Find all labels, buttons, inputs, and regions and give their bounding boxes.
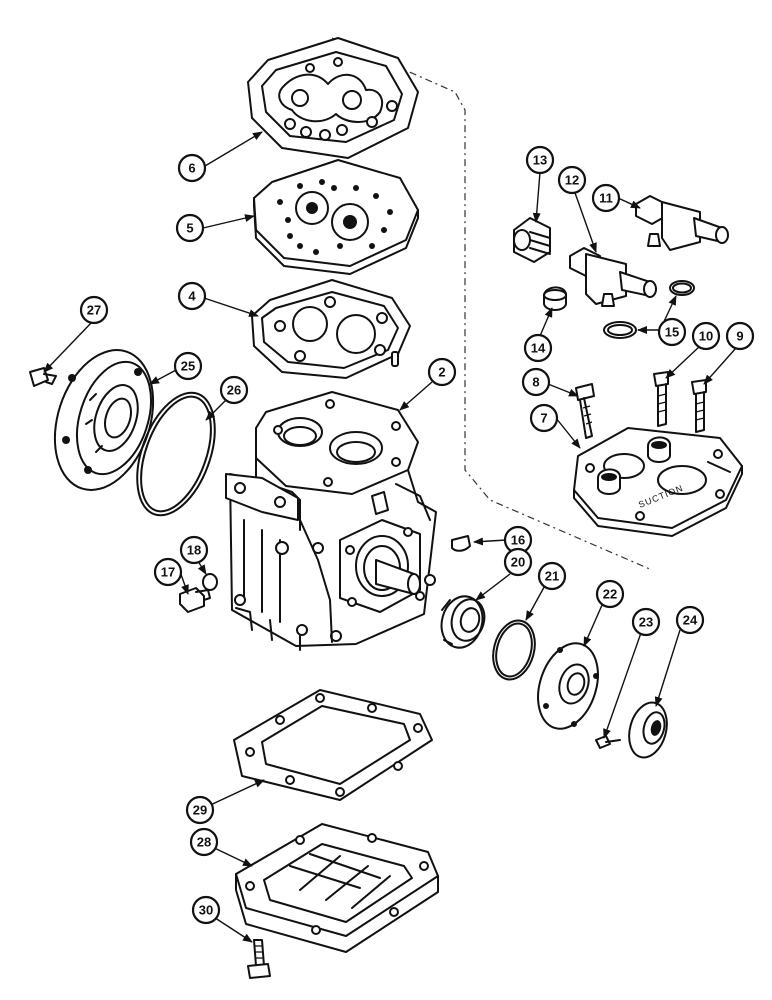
callout-4: 4 bbox=[177, 281, 207, 311]
svg-text:27: 27 bbox=[87, 303, 101, 318]
part-2-compressor-body bbox=[225, 391, 437, 651]
callout-22: 22 bbox=[595, 579, 625, 609]
part-9-bolt bbox=[691, 379, 707, 433]
dowel-pin bbox=[391, 351, 399, 367]
svg-text:18: 18 bbox=[187, 543, 201, 558]
callout-15: 15 bbox=[657, 317, 687, 347]
part-14-cap bbox=[543, 286, 567, 311]
part-25-front-cover bbox=[53, 349, 155, 491]
svg-text:26: 26 bbox=[227, 383, 241, 398]
svg-text:16: 16 bbox=[511, 533, 525, 548]
part-18-o-ring bbox=[202, 573, 218, 591]
callout-25: 25 bbox=[173, 351, 203, 381]
svg-text:14: 14 bbox=[531, 341, 546, 356]
part-21-o-ring bbox=[492, 619, 536, 681]
callout-16: 16 bbox=[503, 525, 533, 555]
svg-text:21: 21 bbox=[545, 569, 559, 584]
callout-6: 6 bbox=[177, 153, 207, 183]
callout-5: 5 bbox=[175, 213, 205, 243]
callout-2: 2 bbox=[427, 357, 457, 387]
callout-8: 8 bbox=[521, 367, 551, 397]
svg-text:6: 6 bbox=[188, 161, 195, 176]
callout-12: 12 bbox=[557, 165, 587, 195]
callout-20: 20 bbox=[503, 547, 533, 577]
part-15-seal-rings bbox=[603, 280, 695, 339]
part-26-o-ring bbox=[136, 391, 216, 517]
svg-text:8: 8 bbox=[532, 375, 539, 390]
part-20-shaft-seal bbox=[440, 595, 486, 649]
part-17-plug bbox=[179, 587, 211, 613]
svg-text:24: 24 bbox=[683, 613, 698, 628]
callout-30: 30 bbox=[191, 895, 221, 925]
part-4-cylinder-gasket bbox=[251, 279, 411, 379]
part-30-bolt bbox=[247, 939, 271, 979]
svg-text:11: 11 bbox=[599, 191, 613, 206]
callout-11: 11 bbox=[591, 183, 621, 213]
callout-7: 7 bbox=[529, 403, 559, 433]
callout-17: 17 bbox=[153, 557, 183, 587]
callout-24: 24 bbox=[675, 605, 705, 635]
callout-23: 23 bbox=[631, 607, 661, 637]
callout-18: 18 bbox=[179, 535, 209, 565]
part-13-fitting bbox=[513, 217, 551, 263]
svg-text:22: 22 bbox=[603, 587, 617, 602]
callout-13: 13 bbox=[525, 145, 555, 175]
callout-14: 14 bbox=[523, 333, 553, 363]
svg-text:29: 29 bbox=[193, 803, 207, 818]
callout-9: 9 bbox=[725, 321, 755, 351]
part-6-valve-plate-gasket bbox=[247, 37, 419, 159]
part-5-valve-plate bbox=[253, 159, 419, 275]
svg-text:25: 25 bbox=[181, 359, 195, 374]
part-8-bolt bbox=[575, 383, 595, 439]
svg-text:13: 13 bbox=[533, 153, 547, 168]
part-24-hub bbox=[628, 701, 668, 759]
part-11-service-valve bbox=[635, 195, 729, 251]
part-27-screw bbox=[29, 367, 57, 387]
callout-27: 27 bbox=[79, 295, 109, 325]
part-16-woodruff-key bbox=[451, 535, 471, 552]
callout-10: 10 bbox=[691, 321, 721, 351]
svg-text:4: 4 bbox=[188, 289, 196, 304]
part-7-cylinder-head: SUCTION bbox=[573, 427, 743, 537]
svg-text:20: 20 bbox=[511, 555, 525, 570]
part-10-bolt bbox=[653, 371, 669, 427]
svg-text:12: 12 bbox=[565, 173, 579, 188]
callout-28: 28 bbox=[189, 827, 219, 857]
svg-text:10: 10 bbox=[699, 329, 713, 344]
part-29-bottom-gasket bbox=[233, 689, 433, 801]
svg-text:5: 5 bbox=[186, 221, 193, 236]
callout-29: 29 bbox=[185, 795, 215, 825]
svg-text:9: 9 bbox=[736, 329, 743, 344]
callout-26: 26 bbox=[219, 375, 249, 405]
svg-text:28: 28 bbox=[197, 835, 211, 850]
part-12-service-valve bbox=[569, 247, 657, 307]
alignment-dashed-line bbox=[331, 37, 653, 571]
svg-text:2: 2 bbox=[438, 365, 445, 380]
part-23-screw bbox=[595, 735, 621, 749]
part-22-seal-plate bbox=[537, 642, 599, 730]
svg-text:7: 7 bbox=[540, 411, 547, 426]
callout-21: 21 bbox=[537, 561, 567, 591]
svg-text:15: 15 bbox=[665, 325, 679, 340]
svg-text:23: 23 bbox=[639, 615, 653, 630]
part-28-base-plate bbox=[235, 823, 439, 953]
svg-text:17: 17 bbox=[161, 565, 175, 580]
svg-text:30: 30 bbox=[199, 903, 213, 918]
